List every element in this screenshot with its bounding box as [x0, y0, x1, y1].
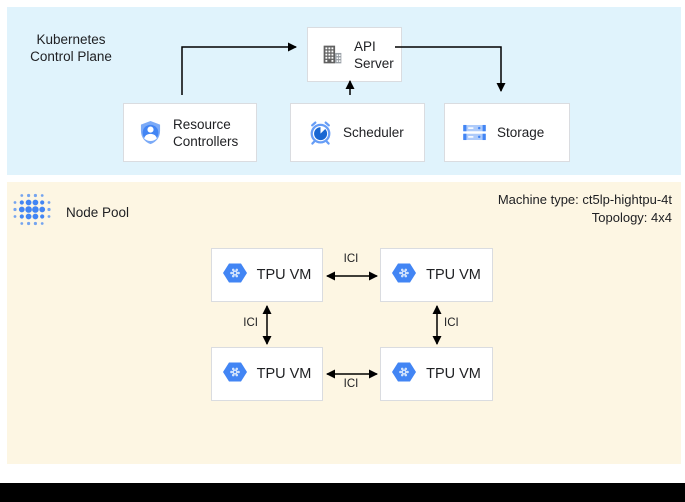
alarm-clock-icon [307, 119, 334, 146]
node-pool-title: Node Pool [66, 205, 130, 220]
ici-label-top: ICI [343, 253, 359, 265]
building-icon [320, 42, 345, 67]
scheduler-node: Scheduler [290, 103, 425, 162]
resource-controllers-node: Resource Controllers [123, 103, 257, 162]
machine-type-text: Machine type: ct5lp-hightpu-4t [497, 192, 672, 207]
node-pool-panel [7, 182, 681, 464]
tpu-vm-node-top-right: TPU VM [380, 248, 493, 302]
tpu-vm-node-top-left: TPU VM [211, 248, 323, 302]
api-server-node: API Server [307, 27, 402, 82]
gke-hexagon-icon [392, 361, 417, 387]
resource-controllers-label: Resource Controllers [173, 116, 239, 149]
machine-info: Machine type: ct5lp-hightpu-4t Topology:… [498, 191, 672, 227]
ici-label-right: ICI [444, 317, 459, 329]
topology-text: Topology: 4x4 [591, 210, 672, 225]
control-plane-panel: Kubernetes Control Plane [7, 7, 681, 175]
tpu-vm-label: TPU VM [426, 267, 481, 283]
storage-node: Storage [444, 103, 570, 162]
gke-hexagon-icon [222, 262, 247, 288]
tpu-vm-label: TPU VM [256, 366, 312, 382]
gke-hexagon-icon [392, 262, 417, 288]
ici-label-bottom: ICI [343, 378, 359, 390]
ici-label-left: ICI [243, 317, 258, 329]
storage-icon [461, 119, 488, 146]
tpu-vm-label: TPU VM [256, 267, 312, 283]
tpu-vm-node-bottom-right: TPU VM [380, 347, 493, 401]
node-pool-dots-icon [13, 192, 51, 232]
shield-user-icon [137, 119, 164, 146]
gke-hexagon-icon [222, 361, 247, 387]
storage-label: Storage [497, 125, 545, 140]
control-plane-title: Kubernetes Control Plane [30, 32, 112, 64]
bottom-bar [0, 483, 685, 502]
tpu-vm-node-bottom-left: TPU VM [211, 347, 323, 401]
scheduler-label: Scheduler [343, 125, 404, 140]
api-server-label: API Server [354, 38, 394, 71]
tpu-vm-label: TPU VM [426, 366, 481, 382]
